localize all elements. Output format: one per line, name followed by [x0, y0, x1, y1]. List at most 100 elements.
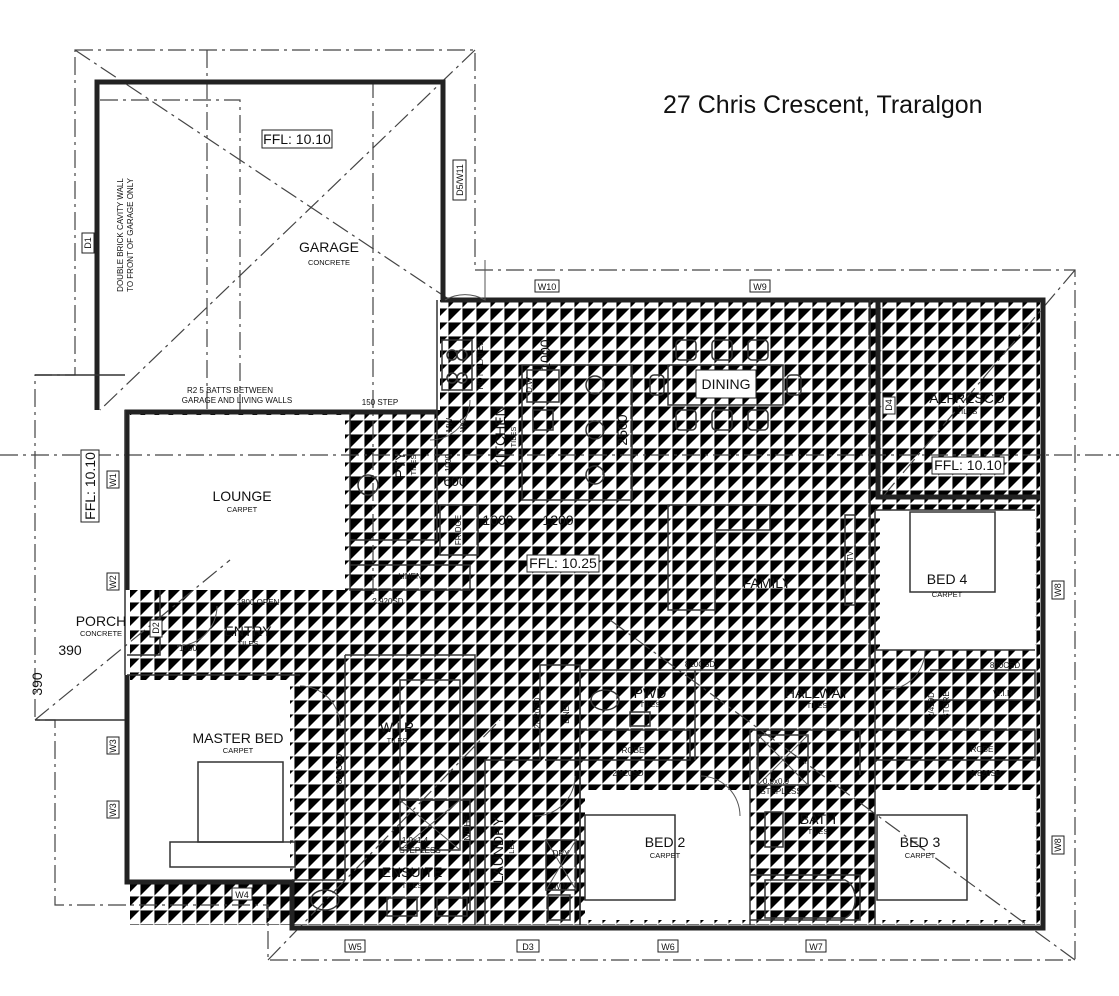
finish-bath: TILES — [808, 827, 829, 836]
label-linen-1: LINEN — [398, 572, 422, 581]
tag-w10: W10 — [538, 282, 557, 292]
main-level: FFL: 10.25 — [529, 555, 597, 571]
dim-390-horizontal: 390 — [58, 642, 82, 658]
finish-master-bed: CARPET — [223, 746, 254, 755]
dim-390-vertical: 390 — [29, 672, 45, 696]
toilet-icon — [310, 889, 340, 911]
finish-pwd: TILES — [640, 700, 661, 709]
sofa — [667, 504, 771, 611]
garage-level: FFL: 10.10 — [263, 131, 331, 147]
room-ensuite: ENSUITE — [382, 864, 443, 880]
opening-tags: D1 D5/W11 D2 D3 D4 W1 W2 W3 W3 W4 W5 W6 … — [81, 159, 1065, 953]
finish-pantry: TILES — [409, 455, 418, 476]
tag-d1: D1 — [83, 237, 93, 249]
note-batts-1: R2 5 BATTS BETWEEN — [187, 386, 273, 395]
room-bath: BATH — [800, 811, 836, 827]
room-wir-master: W.I.R — [380, 719, 414, 735]
dim-1000-small: 1000 — [444, 454, 453, 472]
label-fridge: FRIDGE — [454, 515, 463, 545]
label-shower-bath-stepless: STEPLESS — [760, 787, 801, 796]
room-pantry: PTY — [392, 451, 408, 479]
tag-w8-a: W8 — [1053, 583, 1063, 597]
finish-lounge: CARPET — [227, 505, 258, 514]
tag-d4: D4 — [884, 399, 894, 411]
tag-d5-w11: D5/W11 — [455, 164, 465, 196]
label-820csd-1: 820CSD — [685, 660, 715, 669]
label-tv: TV — [846, 550, 855, 561]
room-porch: PORCH — [76, 613, 127, 629]
label-store-door: 2/420D — [927, 692, 936, 718]
dim-1200-entry: 1200 — [179, 644, 197, 653]
label-2720sd: 2/720SD — [533, 697, 542, 728]
tag-w2: W2 — [108, 575, 118, 589]
shower-bath — [757, 734, 809, 786]
room-dining: DINING — [702, 376, 751, 392]
room-master-bed: MASTER BED — [192, 730, 283, 746]
room-kitchen: KITCHEN — [492, 406, 508, 467]
label-washing-machine: W.M — [553, 882, 569, 891]
tag-w8-b: W8 — [1053, 838, 1063, 852]
finish-bed4: CARPET — [932, 590, 963, 599]
label-mw: MW — [445, 417, 454, 432]
tag-d3: D3 — [522, 942, 534, 952]
plan-notes: DOUBLE BRICK CAVITY WALL TO FRONT OF GAR… — [116, 177, 1020, 891]
label-820csd-3: 820CSD — [335, 754, 344, 784]
tag-w3-b: W3 — [108, 803, 118, 817]
note-step: 150 STEP — [362, 398, 398, 407]
hot-water-unit — [357, 474, 379, 496]
label-1800-open: 1800 OPEN — [237, 598, 280, 607]
finish-bed2: CARPET — [650, 851, 681, 860]
tag-d2: D2 — [151, 622, 161, 634]
note-cavity-2: TO FRONT OF GARAGE ONLY — [126, 177, 135, 291]
room-pwd: PWD — [634, 685, 667, 701]
label-shower-ensuite-stepless: STEPLESS — [399, 846, 440, 855]
dishwasher — [526, 369, 560, 403]
tag-w4: W4 — [235, 890, 249, 900]
room-bed4: BED 4 — [927, 571, 968, 587]
bed3-bed — [876, 814, 968, 901]
porch-level: FFL: 10.10 — [82, 452, 98, 520]
finish-ensuite: TILES — [402, 881, 423, 890]
room-hallway: HALLWAY — [785, 685, 850, 701]
cooktop-icon — [441, 339, 473, 391]
note-batts-2: GARAGE AND LIVING WALLS — [182, 396, 292, 405]
label-store: STORE — [942, 691, 951, 718]
note-cavity-1: DOUBLE BRICK CAVITY WALL — [116, 178, 125, 292]
room-bed2: BED 2 — [645, 834, 686, 850]
finish-garage: CONCRETE — [308, 258, 350, 267]
room-garage: GARAGE — [299, 239, 359, 255]
label-robe-2: ROBE — [971, 745, 994, 754]
dim-1000: 1000 — [482, 512, 513, 528]
label-dryer: DRY — [553, 849, 570, 858]
label-robe-1: ROBE — [622, 746, 645, 755]
sink-icon — [532, 409, 554, 431]
dining-table — [667, 364, 784, 406]
finish-entry: TILES — [238, 639, 259, 648]
bed2-bed — [584, 814, 676, 901]
walls — [35, 79, 1046, 931]
label-niche: NICHE — [463, 816, 472, 841]
label-shower-ensuite-size: 1.0x1.4 — [402, 836, 429, 845]
dim-1000-island: 1000 — [537, 339, 553, 370]
finish-bed3: CARPET — [905, 851, 936, 860]
tag-w5: W5 — [348, 942, 362, 952]
room-bed3: BED 3 — [900, 834, 941, 850]
label-wo: WO — [459, 418, 468, 432]
label-2820sd-1: 2/820SD — [612, 769, 643, 778]
tag-w6: W6 — [661, 942, 675, 952]
finish-wir-master: TILES — [387, 736, 408, 745]
finish-laundry: TILES — [507, 840, 516, 861]
label-hot-plates: HOT PLATES — [476, 340, 485, 389]
label-wir-bed4: W.I.R — [993, 689, 1013, 698]
tag-w3-a: W3 — [108, 739, 118, 753]
room-laundry: LAUNDRY — [490, 816, 506, 883]
fixtures — [169, 260, 996, 921]
label-linen-2: LINEN — [562, 700, 571, 724]
label-820csd-2: 820CSD — [990, 661, 1020, 670]
label-dw: D.W — [525, 377, 534, 393]
bed4-bed — [909, 511, 996, 593]
finish-hallway: TILES — [807, 701, 828, 710]
label-2820sd-2: 2/820SD — [970, 769, 1001, 778]
finish-alfresco: TILES — [957, 407, 978, 416]
